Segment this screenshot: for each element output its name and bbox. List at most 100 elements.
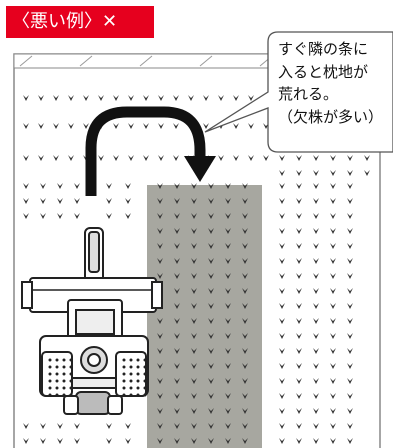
rice-seedling-icon: [225, 393, 231, 399]
rice-seedling-icon: [347, 198, 353, 204]
rice-seedling-icon: [330, 213, 336, 219]
callout-bubble: [204, 31, 393, 153]
rice-seedling-icon: [158, 123, 164, 129]
rice-seedling-icon: [128, 123, 134, 129]
rice-seedling-icon: [279, 288, 285, 294]
rice-seedling-icon: [330, 348, 336, 354]
rice-seedling-icon: [191, 228, 197, 234]
rice-seedling-icon: [174, 183, 180, 189]
rice-seedling-icon: [330, 303, 336, 309]
callout-line: すぐ隣の条に: [278, 40, 369, 58]
rice-seedling-icon: [191, 348, 197, 354]
rice-seedling-icon: [208, 258, 214, 264]
rice-seedling-icon: [347, 318, 353, 324]
rice-seedling-icon: [125, 213, 131, 219]
rice-seedling-icon: [40, 213, 46, 219]
rice-seedling-icon: [330, 155, 336, 161]
rice-seedling-icon: [242, 408, 248, 414]
rice-seedling-icon: [191, 303, 197, 309]
rice-seedling-icon: [313, 183, 319, 189]
rice-seedling-icon: [174, 423, 180, 429]
rice-seedling-icon: [296, 243, 302, 249]
rice-seedling-icon: [174, 273, 180, 279]
rice-seedling-icon: [174, 198, 180, 204]
rice-seedling-icon: [233, 123, 239, 129]
rice-seedling-icon: [313, 348, 319, 354]
rice-seedling-icon: [191, 333, 197, 339]
rice-seedling-icon: [225, 198, 231, 204]
rice-seedling-icon: [225, 243, 231, 249]
rice-seedling-icon: [38, 155, 44, 161]
rice-seedling-icon: [347, 348, 353, 354]
rice-seedling-icon: [347, 363, 353, 369]
rice-seedling-icon: [191, 393, 197, 399]
rice-seedling-icon: [296, 378, 302, 384]
rice-seedling-icon: [347, 303, 353, 309]
rice-seedling-icon: [225, 258, 231, 264]
rice-seedling-icon: [279, 258, 285, 264]
rice-seedling-icon: [296, 213, 302, 219]
rice-seedling-icon: [330, 273, 336, 279]
rice-seedling-icon: [296, 318, 302, 324]
rice-seedling-icon: [279, 183, 285, 189]
rice-seedling-icon: [218, 155, 224, 161]
rice-seedling-icon: [279, 170, 285, 176]
rice-seedling-icon: [57, 423, 63, 429]
rice-seedling-icon: [225, 273, 231, 279]
rice-seedling-icon: [279, 408, 285, 414]
rice-seedling-icon: [364, 170, 370, 176]
rice-seedling-icon: [313, 408, 319, 414]
rice-seedling-icon: [296, 273, 302, 279]
callout-text: すぐ隣の条に 入ると枕地が 荒れる。 （欠株が多い）: [278, 38, 393, 128]
rice-seedling-icon: [263, 155, 269, 161]
rice-seedling-icon: [208, 348, 214, 354]
rice-seedling-icon: [313, 438, 319, 444]
rice-seedling-icon: [225, 213, 231, 219]
rice-seedling-icon: [242, 273, 248, 279]
rice-seedling-icon: [174, 438, 180, 444]
callout-line: 入ると枕地が: [278, 62, 369, 81]
rice-seedling-icon: [279, 333, 285, 339]
rice-seedling-icon: [347, 438, 353, 444]
rice-seedling-icon: [242, 303, 248, 309]
rice-seedling-icon: [225, 378, 231, 384]
rice-seedling-icon: [313, 288, 319, 294]
rice-seedling-icon: [330, 438, 336, 444]
rice-seedling-icon: [74, 198, 80, 204]
rice-seedling-icon: [125, 198, 131, 204]
rice-seedling-icon: [330, 288, 336, 294]
rice-seedling-icon: [225, 423, 231, 429]
rice-seedling-icon: [242, 348, 248, 354]
rice-seedling-icon: [242, 213, 248, 219]
rice-seedling-icon: [53, 155, 59, 161]
rice-seedling-icon: [364, 155, 370, 161]
rice-seedling-icon: [279, 273, 285, 279]
rice-seedling-icon: [279, 393, 285, 399]
rice-seedling-icon: [347, 393, 353, 399]
rice-seedling-icon: [347, 228, 353, 234]
rice-seedling-icon: [208, 303, 214, 309]
rice-seedling-icon: [296, 198, 302, 204]
rice-seedling-icon: [191, 318, 197, 324]
rice-seedling-icon: [191, 243, 197, 249]
rice-seedling-icon: [296, 423, 302, 429]
rice-seedling-icon: [330, 393, 336, 399]
rice-seedling-icon: [174, 378, 180, 384]
rice-seedling-icon: [208, 228, 214, 234]
rice-seedling-icon: [23, 198, 29, 204]
rice-seedling-icon: [347, 273, 353, 279]
rice-seedling-icon: [74, 213, 80, 219]
rice-seedling-icon: [106, 198, 112, 204]
rice-seedling-icon: [208, 363, 214, 369]
rice-seedling-icon: [23, 438, 29, 444]
rice-seedling-icon: [313, 333, 319, 339]
rice-seedling-icon: [174, 318, 180, 324]
rice-seedling-icon: [296, 155, 302, 161]
rice-seedling-icon: [157, 273, 163, 279]
rice-seedling-icon: [313, 228, 319, 234]
rice-seedling-icon: [242, 393, 248, 399]
rice-seedling-icon: [57, 183, 63, 189]
rice-seedling-icon: [174, 243, 180, 249]
rice-seedling-icon: [191, 258, 197, 264]
